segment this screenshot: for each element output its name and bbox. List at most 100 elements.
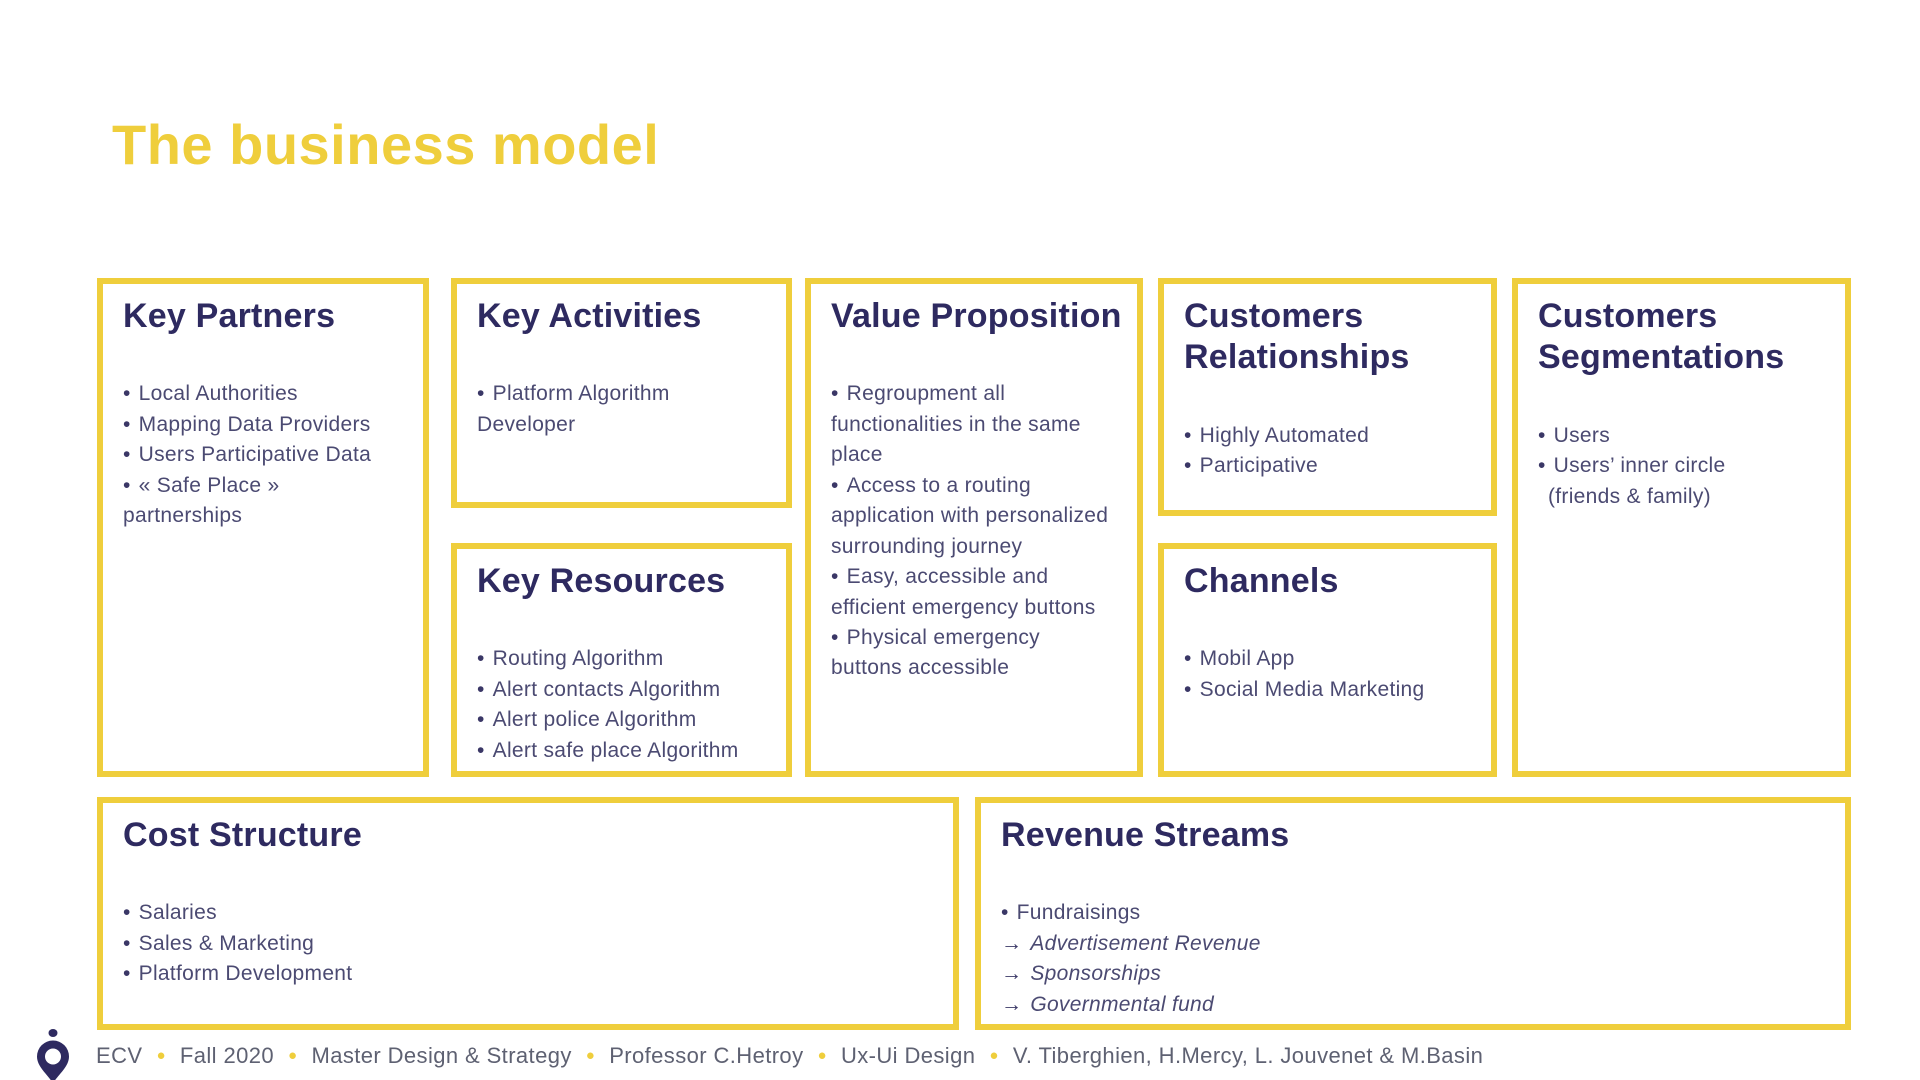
bullet-icon: •	[477, 677, 485, 701]
bullet-icon: •	[123, 382, 131, 406]
arrow-or-bullet-icon: →	[1001, 962, 1023, 986]
footer-segment-label: ECV	[96, 1043, 143, 1069]
footer-segment-label: Professor C.Hetroy	[609, 1043, 804, 1069]
footer-segment: ● Ux-Ui Design	[803, 1040, 975, 1072]
value-proposition-list: •Regroupment all functionalities in the …	[831, 379, 1117, 683]
list-item: •Alert contacts Algorithm	[477, 675, 766, 705]
key-partners-heading: Key Partners	[123, 297, 336, 335]
list-item-label: Advertisement Revenue	[1030, 931, 1261, 955]
list-item-label: Fundraisings	[1016, 901, 1141, 925]
footer-segment: ●Master Design & Strategy	[274, 1040, 572, 1072]
list-item-label: Users’ inner circle	[1553, 454, 1726, 478]
list-item: • Participative	[1184, 451, 1471, 481]
list-item-label: Highly Automated	[1199, 423, 1370, 447]
key-activities-heading: Key Activities	[477, 297, 702, 335]
dot-separator-icon: ●	[817, 1047, 827, 1065]
list-item: • Platform Development	[123, 959, 933, 989]
bullet-icon: •	[477, 708, 485, 732]
list-item: •Regroupment all functionalities in the …	[831, 379, 1117, 470]
bullet-icon: •	[123, 443, 131, 467]
footer-segment: ●Fall 2020	[142, 1040, 274, 1072]
list-item-label: (friends & family)	[1548, 484, 1711, 508]
list-item-label: « Safe Place » partnerships	[123, 473, 280, 528]
key-partners-box: Key Partners •Local Authorities•Mapping …	[97, 278, 429, 777]
key-partners-list: •Local Authorities•Mapping Data Provider…	[123, 379, 403, 531]
list-item: • Salaries	[123, 898, 933, 928]
list-item: → Sponsorships	[1001, 959, 1825, 989]
channels-box: Channels • Mobil App •Social Media Marketi…	[1158, 543, 1497, 777]
footer: ECV●Fall 2020●Master Design & Strategy●P…	[30, 1028, 1483, 1080]
list-item: • Mobil App	[1184, 644, 1471, 674]
list-item: • Highly Automated	[1184, 421, 1471, 451]
list-item-label: Regroupment all functionalities in the s…	[831, 382, 1081, 467]
list-item-label: Mapping Data Providers	[138, 412, 371, 436]
footer-segment: ● V. Tiberghien, H.Mercy, L. Jouvenet & M…	[975, 1040, 1483, 1072]
list-item-label: Mobil App	[1199, 647, 1295, 671]
bullet-icon: •	[477, 647, 485, 671]
list-item-label: Users	[1553, 423, 1610, 447]
arrow-or-bullet-icon: •	[1001, 901, 1009, 925]
list-item: • Mapping Data Providers	[123, 410, 403, 440]
footer-segment-label: Master Design & Strategy	[311, 1043, 572, 1069]
cost-structure-heading: Cost Structure	[123, 816, 362, 854]
bullet-icon: •	[1184, 423, 1192, 447]
list-item-label: Sponsorships	[1030, 962, 1162, 986]
page-title: The business model	[112, 113, 660, 176]
footer-segment-label: Fall 2020	[179, 1043, 275, 1069]
list-item-label: Sales & Marketing	[138, 931, 315, 955]
bullet-icon: •	[831, 473, 839, 497]
customers-relationships-box: Customers Relationships •Highly Automate…	[1158, 278, 1497, 516]
list-item: •Physical emergency buttons accessible	[831, 623, 1117, 684]
list-item-label: Alert safe place Algorithm	[492, 738, 739, 762]
list-item: •Users Participative Data	[123, 440, 403, 470]
list-item-label: Platform Development	[138, 962, 353, 986]
bullet-icon: •	[1538, 454, 1546, 478]
list-item: •Users	[1538, 421, 1825, 451]
bullet-icon: •	[123, 901, 131, 925]
key-resources-list: •Routing Algorithm•Alert contacts Algori…	[477, 644, 766, 766]
bullet-icon: •	[477, 382, 485, 406]
channels-heading: Channels	[1184, 562, 1339, 600]
bullet-icon: •	[1184, 454, 1192, 478]
footer-segment: ●Professor C.Hetroy	[572, 1040, 804, 1072]
value-proposition-heading: Value Proposition	[831, 297, 1122, 335]
bullet-icon: •	[1184, 677, 1192, 701]
arrow-or-bullet-icon: →	[1001, 931, 1023, 955]
value-proposition-box: Value Proposition •Regroupment all funct…	[805, 278, 1143, 777]
cost-structure-list: • Salaries • Sales & Marketing • Platform Dev…	[123, 898, 933, 989]
bullet-icon: •	[123, 412, 131, 436]
list-item: (friends & family)	[1538, 482, 1825, 512]
bullet-icon: •	[831, 625, 839, 649]
list-item-label: Platform Algorithm Developer	[477, 382, 670, 436]
bullet-icon: •	[831, 382, 839, 406]
list-item: •Routing Algorithm	[477, 644, 766, 674]
bullet-icon: •	[1184, 647, 1192, 671]
bullet-icon: •	[123, 962, 131, 986]
footer-segment-label: V. Tiberghien, H.Mercy, L. Jouvenet & M.…	[1012, 1043, 1484, 1069]
list-item-label: Participative	[1199, 454, 1318, 478]
revenue-streams-list: • Fundraisings → Advertisement Revenue → Spon…	[1001, 898, 1825, 1020]
list-item: • Fundraisings	[1001, 898, 1825, 928]
revenue-streams-heading: Revenue Streams	[1001, 816, 1290, 854]
footer-text: ECV●Fall 2020●Master Design & Strategy●P…	[96, 1040, 1483, 1072]
list-item-label: Easy, accessible and efficient emergency…	[831, 565, 1096, 619]
list-item-label: Governmental fund	[1030, 992, 1215, 1016]
customers-segmentations-heading: Customers Segmentations	[1538, 297, 1785, 377]
list-item: •Social Media Marketing	[1184, 675, 1471, 705]
list-item: •Easy, accessible and efficient emergenc…	[831, 562, 1117, 623]
list-item-label: Physical emergency buttons accessible	[831, 625, 1040, 680]
list-item: • Sales & Marketing	[123, 929, 933, 959]
list-item-label: Salaries	[138, 901, 217, 925]
bullet-icon: •	[123, 931, 131, 955]
footer-segment-label: Ux-Ui Design	[840, 1043, 976, 1069]
list-item: •Access to a routing application with pe…	[831, 471, 1117, 562]
list-item: •Platform Algorithm Developer	[477, 379, 766, 440]
channels-list: • Mobil App •Social Media Marketing	[1184, 644, 1471, 705]
cost-structure-box: Cost Structure • Salaries • Sales & Marketi…	[97, 797, 959, 1030]
key-activities-list: •Platform Algorithm Developer	[477, 379, 766, 440]
dot-separator-icon: ●	[989, 1047, 999, 1065]
list-item-label: Access to a routing application with per…	[831, 473, 1109, 558]
revenue-streams-box: Revenue Streams • Fundraisings → Advertisem…	[975, 797, 1851, 1030]
bullet-icon: •	[477, 738, 485, 762]
